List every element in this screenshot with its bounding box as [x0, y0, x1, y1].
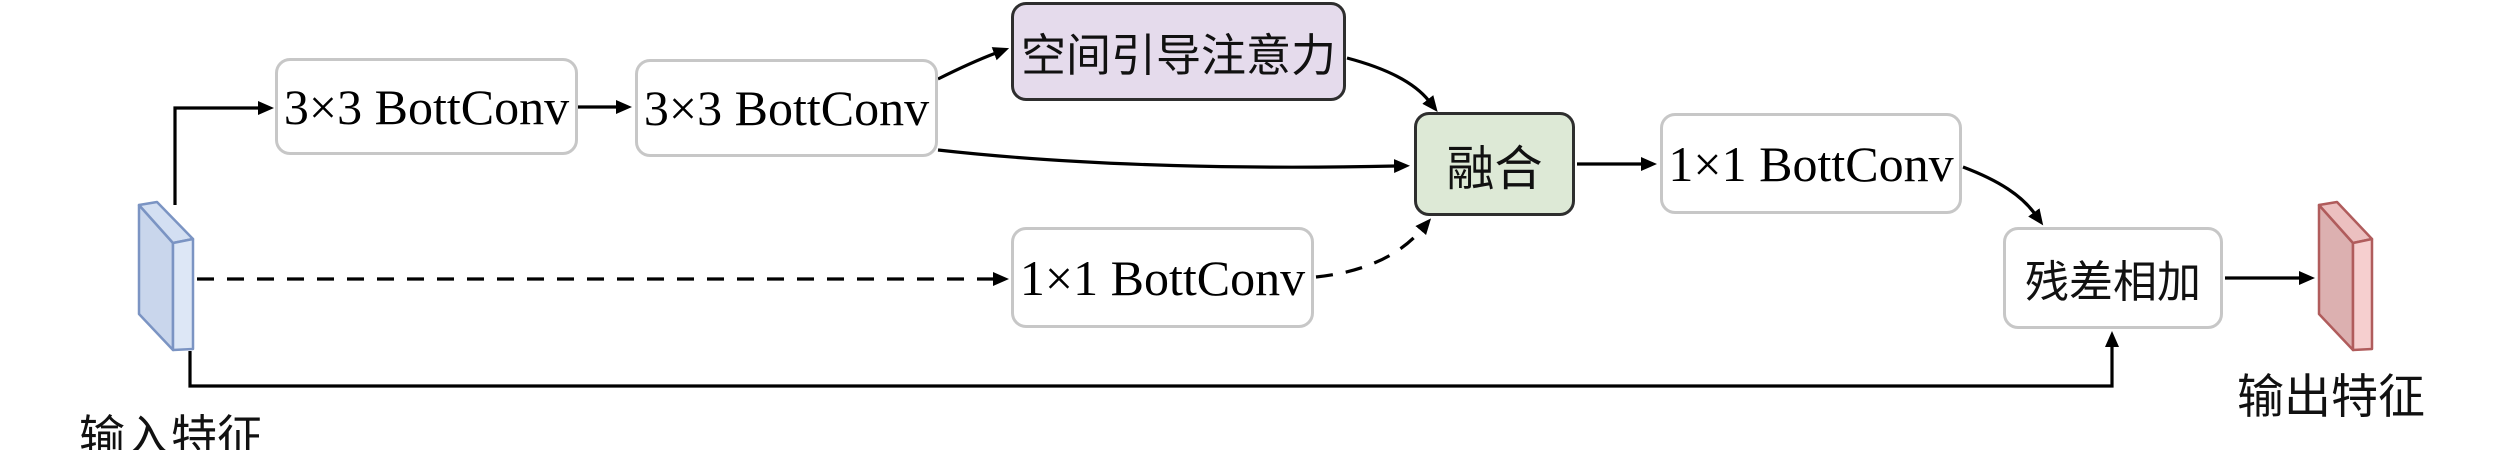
node-conv1x1-branch-label: 1×1 BottConv [1019, 249, 1306, 306]
node-residual-add: 残差相加 [2003, 227, 2223, 329]
output-feature-caption: 输出特征 [2237, 372, 2425, 424]
edge-input-to-conv3a [173, 101, 274, 205]
input-tensor-icon [137, 200, 195, 352]
input-feature-caption: 输入特征 [79, 412, 263, 450]
node-conv1x1-after-fusion: 1×1 BottConv [1660, 113, 1962, 214]
node-conv3x3-first: 3×3 BottConv [275, 58, 578, 155]
input-tensor-side-face [171, 237, 195, 352]
node-fusion: 融合 [1414, 112, 1575, 216]
edge-conv3b-to-attention [937, 47, 1010, 81]
node-residual-add-label: 残差相加 [2025, 258, 2201, 307]
node-conv3x3-second-label: 3×3 BottConv [643, 80, 930, 136]
edge-input-skip-bottom [188, 331, 2119, 388]
edge-attention-to-fusion [1346, 56, 1438, 112]
output-tensor-side-face [2351, 237, 2374, 352]
edge-conv3b-to-fusion [937, 148, 1410, 174]
node-spatial-guided-attention-label: 空间引导注意力 [1020, 31, 1336, 81]
edge-conv1a-to-fusion-dashed [1315, 218, 1432, 279]
node-conv1x1-after-fusion-label: 1×1 BottConv [1668, 135, 1954, 192]
node-conv3x3-second: 3×3 BottConv [635, 59, 938, 157]
node-fusion-label: 融合 [1446, 143, 1543, 196]
output-tensor-icon [2317, 200, 2374, 352]
edge-conv1b-to-residual [1962, 165, 2044, 226]
node-conv3x3-first-label: 3×3 BottConv [283, 78, 570, 135]
node-spatial-guided-attention: 空间引导注意力 [1011, 2, 1346, 101]
node-conv1x1-branch: 1×1 BottConv [1011, 227, 1314, 328]
